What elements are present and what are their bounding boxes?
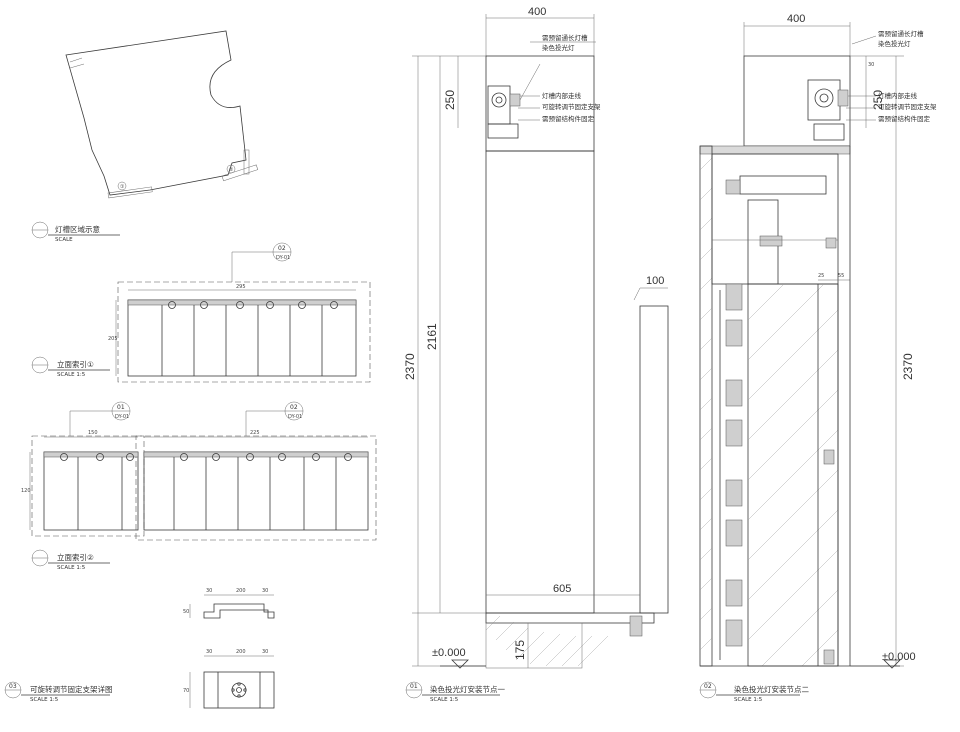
sec1-note-1: 需预留通长灯槽 xyxy=(542,33,588,42)
spotlight-icon xyxy=(814,88,834,108)
sec2-num: 02 xyxy=(704,683,712,690)
marker-1-label: ① xyxy=(120,184,125,190)
lamp-icon xyxy=(180,453,188,461)
sec1-level: ±0.000 xyxy=(432,647,466,659)
bracket-dim-6: 200 xyxy=(236,649,246,655)
keyplan-scale: SCALE xyxy=(55,237,73,243)
lamp-icon xyxy=(298,301,306,309)
lamp-icon xyxy=(246,453,254,461)
elev2-lamps xyxy=(60,453,352,461)
bracket-dim-2: 200 xyxy=(236,588,246,594)
sec1-lamp xyxy=(487,63,541,139)
lamp-icon xyxy=(126,453,134,461)
sec1-dim-605: 605 xyxy=(553,583,571,595)
bracket-num: 03 xyxy=(9,683,17,690)
sec1-note-5: 需预留结构件固定 xyxy=(542,114,595,123)
elev2-dim-b: 225 xyxy=(250,430,260,436)
sec2-note-2: 染色投光灯 xyxy=(878,39,911,48)
sec1-dim-175: 175 xyxy=(513,640,527,660)
sec2-scale: SCALE 1:5 xyxy=(734,697,763,703)
sec1-floor-hatch xyxy=(485,615,609,669)
sec2-dim-2370: 2370 xyxy=(901,353,915,380)
sec1-note-4: 可旋转调节固定支架 xyxy=(542,102,601,111)
elev2-scale: SCALE 1:5 xyxy=(57,565,86,571)
lamp-icon xyxy=(344,453,352,461)
sec2-dim-25: 25 xyxy=(818,273,824,279)
elev1-scale: SCALE 1:5 xyxy=(57,372,86,378)
sec1-note-3: 灯槽内部走线 xyxy=(542,91,582,100)
sec2-note-4: 可旋转调节固定支架 xyxy=(878,102,937,111)
sec1-notes: 需预留通长灯槽 染色投光灯 灯槽内部走线 可旋转调节固定支架 需预留结构件固定 xyxy=(518,33,601,123)
elevation-2: 01 DY-01 02 DY-01 150 225 120 xyxy=(21,401,377,571)
sec2-level: ±0.000 xyxy=(882,651,916,663)
lamp-icon xyxy=(60,453,68,461)
lamp-icon xyxy=(330,301,338,309)
elev1-title: 立面索引① xyxy=(57,359,94,369)
sec2-dim-30: 30 xyxy=(868,62,874,68)
bracket-dim-8: 70 xyxy=(183,688,189,694)
elev2-dim-h: 120 xyxy=(21,488,31,494)
elev2-dim-a: 150 xyxy=(88,430,98,436)
bracket-dim-3: 30 xyxy=(262,588,268,594)
sec2-fixings xyxy=(719,283,835,665)
marker-2 xyxy=(226,164,236,174)
elev2-bubble-1-top: 01 xyxy=(117,404,125,411)
lamp-icon xyxy=(200,301,208,309)
elevation-1: 02 DY-01 295 205 立面索引① SCALE 1: xyxy=(31,242,371,383)
marker-2-label: ② xyxy=(229,167,234,173)
marker-1 xyxy=(117,181,127,191)
section-1: 400 250 2161 2370 需预留通长灯槽 染色投光灯 灯槽 xyxy=(403,6,669,703)
elev2-bubble-1-bottom: DY-01 xyxy=(115,414,129,420)
elev1-lamps xyxy=(168,301,338,309)
lamp-icon xyxy=(96,453,104,461)
bracket-title: 可旋转调节固定支架详图 xyxy=(30,684,113,694)
sec2-note-1: 需预留通长灯槽 xyxy=(878,29,924,38)
section-2: 400 250 30 2370 需预留通长灯槽 染色投光灯 灯槽内部走线 可旋转… xyxy=(699,13,937,703)
elev1-bubble-top: 02 xyxy=(278,245,286,252)
spotlight-icon xyxy=(491,92,507,108)
keyplan-title: 灯槽区域示意 xyxy=(55,224,100,234)
bracket-dim-4: 50 xyxy=(183,609,189,615)
sec1-dim-400: 400 xyxy=(528,6,546,18)
bracket-dim-7: 30 xyxy=(262,649,268,655)
elev1-dim-width: 295 xyxy=(236,284,246,290)
elev2-bubble-2-top: 02 xyxy=(290,404,298,411)
sec2-notes: 需预留通长灯槽 染色投光灯 灯槽内部走线 可旋转调节固定支架 需预留结构件固定 xyxy=(846,29,937,123)
bracket-dim-1: 30 xyxy=(206,588,212,594)
lamp-icon xyxy=(212,453,220,461)
sec2-note-5: 需预留结构件固定 xyxy=(878,114,931,123)
elev1-bubble-bottom: DY-01 xyxy=(276,255,290,261)
key-plan: ① ② 灯槽区域示意 SCALE xyxy=(31,30,259,243)
sec1-note-2: 染色投光灯 xyxy=(542,43,575,52)
sec2-dim-400: 400 xyxy=(787,13,805,25)
lamp-icon xyxy=(312,453,320,461)
sec1-num: 01 xyxy=(410,683,418,690)
sec2-lamp xyxy=(807,79,849,141)
sec2-title: 染色投光灯安装节点二 xyxy=(734,684,809,694)
bracket-dim-5: 30 xyxy=(206,649,212,655)
sec1-title: 染色投光灯安装节点一 xyxy=(430,684,505,694)
sec1-dim-2161: 2161 xyxy=(425,323,439,350)
sec1-dim-2370: 2370 xyxy=(403,353,417,380)
bracket-detail: 30 200 30 50 30 200 30 70 03 可旋转调节固定支架详图… xyxy=(4,588,275,709)
sec1-scale: SCALE 1:5 xyxy=(430,697,459,703)
lamp-icon xyxy=(236,301,244,309)
elev2-bubble-2-bottom: DY-01 xyxy=(288,414,302,420)
elev2-title: 立面索引② xyxy=(57,552,94,562)
sec2-panel-hatch xyxy=(747,283,839,667)
sec2-dim-250: 250 xyxy=(871,90,885,110)
lamp-icon xyxy=(266,301,274,309)
sec1-dim-250: 250 xyxy=(443,90,457,110)
lamp-icon xyxy=(278,453,286,461)
sec2-dim-55: 55 xyxy=(838,273,844,279)
sec2-note-3: 灯槽内部走线 xyxy=(878,91,918,100)
sec1-dim-100: 100 xyxy=(646,275,664,287)
bracket-scale: SCALE 1:5 xyxy=(30,697,59,703)
sec2-wall-hatch xyxy=(699,157,713,651)
elev1-dim-height: 205 xyxy=(108,336,118,342)
lamp-icon xyxy=(168,301,176,309)
